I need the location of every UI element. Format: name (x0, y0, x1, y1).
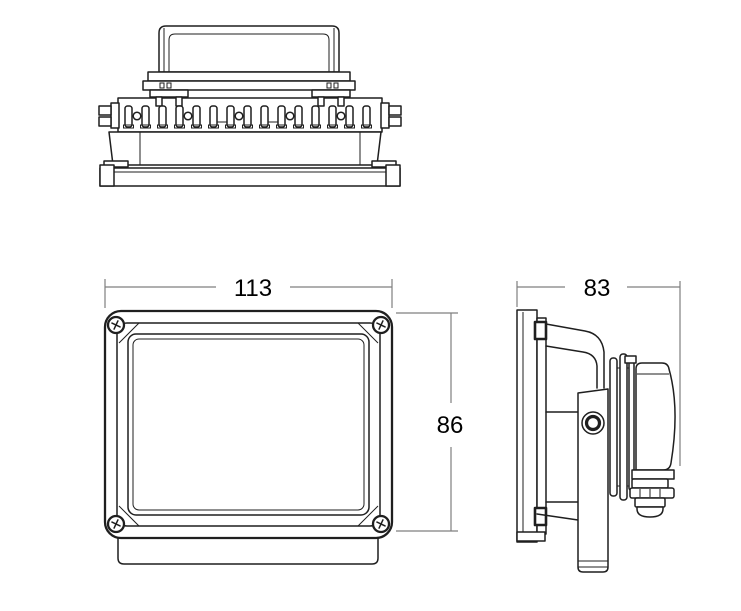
front-frame-side (516, 309, 548, 543)
depth-dimension-label: 83 (584, 275, 611, 302)
corner-screw-top-left (106, 315, 126, 335)
junction-box-top (158, 25, 340, 73)
front-frame (103, 309, 394, 540)
body-below-frame (117, 537, 379, 565)
depth-dimension: 83 (516, 275, 681, 466)
fin-bars (123, 105, 372, 129)
width-dimension: 113 (104, 275, 393, 308)
front-view: 113 86 (103, 275, 464, 565)
cable-gland (629, 478, 675, 518)
corner-screw-bottom-right (371, 514, 391, 534)
clip-tab-right (311, 89, 351, 107)
heatsink-fins-side (609, 353, 635, 501)
front-frame-top-edge (99, 164, 401, 187)
pivot-bolt (581, 411, 605, 435)
height-dimension-label: 86 (437, 412, 464, 439)
side-bolt-left (98, 102, 120, 129)
height-dimension: 86 (396, 312, 464, 532)
junction-box-side (624, 355, 676, 480)
side-view: 83 (516, 275, 681, 573)
width-dimension-label: 113 (234, 275, 272, 302)
heatsink-fins-top (98, 89, 402, 133)
fin-connectors (216, 112, 279, 123)
side-bolt-right (380, 102, 402, 129)
corner-screw-top-right (371, 315, 391, 335)
mounting-bracket (577, 388, 609, 573)
mounting-plates-top (142, 71, 356, 91)
lamp-body-side (536, 323, 605, 521)
lamp-body-top (103, 131, 397, 168)
fin-detail-circles (132, 111, 346, 121)
top-view (98, 25, 402, 187)
glass-window (132, 338, 365, 511)
corner-screw-bottom-left (106, 514, 126, 534)
